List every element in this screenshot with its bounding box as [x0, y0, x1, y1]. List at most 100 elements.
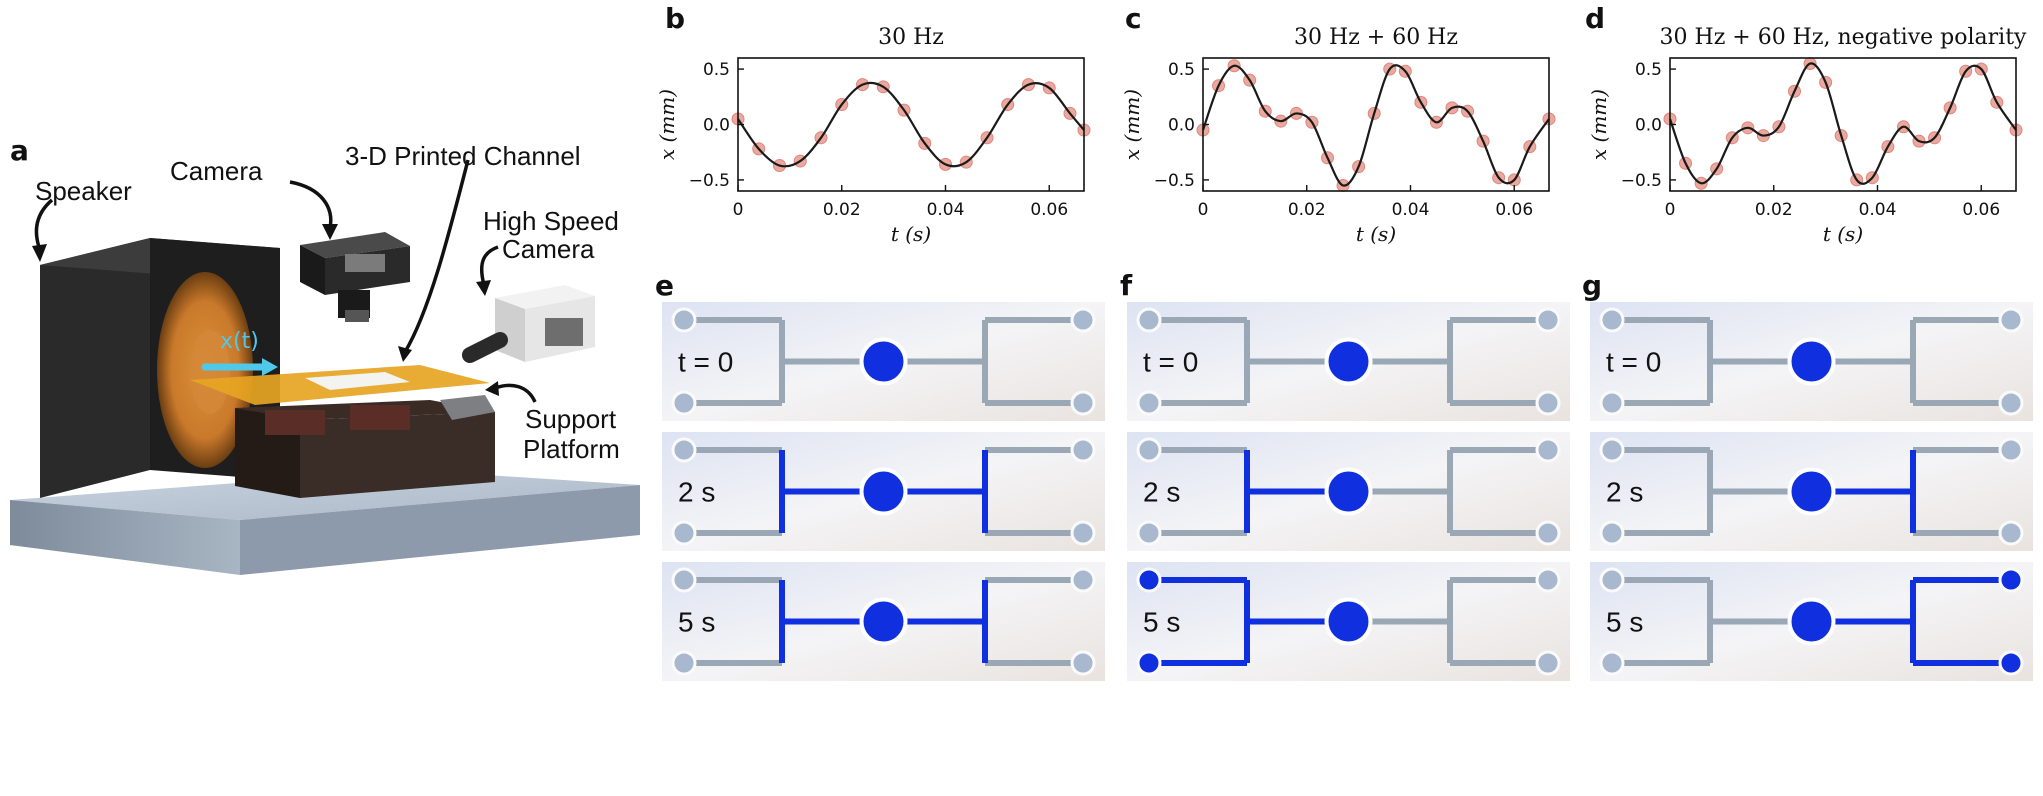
outlet-reservoir	[671, 650, 697, 676]
center-reservoir	[1324, 467, 1373, 516]
panel-e-letter: e	[655, 269, 674, 302]
channel-left-outlets	[684, 317, 782, 406]
outlet-reservoir	[1136, 307, 1162, 333]
x-tick-label: 0.06	[1962, 200, 2000, 220]
hs-camera-top	[495, 285, 595, 309]
camera-label-text: Camera	[170, 156, 263, 186]
camera-arrow	[289, 180, 333, 229]
outlet-reservoir	[1136, 520, 1162, 546]
y-tick-label: −0.5	[1154, 171, 1195, 191]
y-axis-label: x (mm)	[1120, 89, 1144, 160]
time-label: 2 s	[678, 477, 715, 508]
channel-arrow-head	[398, 346, 412, 362]
hs-camera-arrow	[479, 245, 499, 286]
y-tick-label: 0.0	[1635, 116, 1662, 136]
chart-title: 30 Hz	[878, 25, 944, 50]
chart-title: 30 Hz + 60 Hz	[1294, 25, 1458, 50]
time-label: 2 s	[1606, 477, 1643, 508]
y-tick-label: 0.0	[703, 116, 730, 136]
channel-right-outlets	[1450, 317, 1548, 406]
channel-left-outlets	[1612, 317, 1710, 406]
fit-line	[1201, 64, 1550, 187]
outlet-reservoir	[1070, 520, 1096, 546]
channel-left-outlets	[1149, 447, 1247, 536]
camera-label	[345, 254, 385, 272]
outlet-reservoir	[1070, 390, 1096, 416]
outlet-reservoir	[1136, 567, 1162, 593]
outlet-reservoir	[1136, 437, 1162, 463]
x-tick-label: 0.02	[823, 200, 861, 220]
hs-camera-arrow-head	[476, 280, 491, 296]
center-reservoir	[1787, 597, 1836, 646]
channel-chip	[305, 372, 410, 390]
outlet-reservoir	[1070, 650, 1096, 676]
panel-d-letter: d	[1585, 2, 1605, 35]
speaker-label: Speaker	[35, 176, 132, 206]
time-label: 5 s	[678, 607, 715, 638]
x-tick-label: 0.02	[1755, 200, 1793, 220]
outlet-reservoir	[1599, 437, 1625, 463]
fit-line	[737, 81, 1085, 168]
speaker-cone-center	[190, 330, 230, 414]
channel-right-outlets	[1913, 317, 2011, 406]
x-tick-label: 0	[1665, 200, 1676, 220]
panel-f-images: t = 02 s5 s	[1127, 302, 1570, 681]
xt-label: x(t)	[220, 329, 259, 354]
fit-line	[1668, 62, 2017, 185]
outlet-reservoir	[1998, 520, 2024, 546]
speaker-box-side	[40, 238, 150, 498]
platform-magnet-1	[265, 410, 325, 435]
x-axis-label: t (s)	[1823, 222, 1863, 246]
outlet-reservoir	[671, 307, 697, 333]
channel-label: 3-D Printed Channel	[345, 141, 581, 171]
y-tick-label: 0.5	[1635, 60, 1662, 80]
outlet-reservoir	[1998, 437, 2024, 463]
camera-body-top	[300, 232, 410, 258]
center-reservoir	[1324, 337, 1373, 386]
outlet-reservoir	[1070, 567, 1096, 593]
outlet-reservoir	[1998, 390, 2024, 416]
y-tick-label: 0.5	[1168, 60, 1195, 80]
y-axis-label: x (mm)	[655, 89, 679, 160]
outlet-reservoir	[1535, 390, 1561, 416]
platform-magnet-2	[350, 405, 410, 430]
center-reservoir	[859, 597, 908, 646]
base-plate-side	[240, 485, 640, 575]
time-label: 2 s	[1143, 477, 1180, 508]
y-axis-label: x (mm)	[1587, 89, 1611, 160]
time-label: 5 s	[1606, 607, 1643, 638]
center-reservoir	[1324, 597, 1373, 646]
platform-clamp	[440, 395, 495, 420]
center-reservoir	[1787, 467, 1836, 516]
panel-b-letter: b	[665, 2, 685, 35]
outlet-reservoir	[1998, 567, 2024, 593]
support-label-1: Support	[525, 404, 617, 434]
outlet-reservoir	[1599, 307, 1625, 333]
outlet-reservoir	[1599, 390, 1625, 416]
x-tick-label: 0.04	[927, 200, 965, 220]
x-tick-label: 0.06	[1495, 200, 1533, 220]
y-tick-label: 0.5	[703, 60, 730, 80]
y-tick-label: −0.5	[689, 171, 730, 191]
time-label: t = 0	[1606, 347, 1661, 378]
camera-body-front	[300, 245, 325, 295]
hs-camera-label-1: High Speed	[483, 206, 619, 236]
hs-camera-label-2: Camera	[502, 234, 595, 264]
outlet-reservoir	[1535, 520, 1561, 546]
camera-arrow-head	[322, 224, 338, 240]
channel-right-outlets	[1913, 577, 2011, 666]
panel-g-images: t = 0 2 s 5 s	[1590, 302, 2033, 681]
center-reservoir	[859, 467, 908, 516]
x-axis-label: t (s)	[1356, 222, 1396, 246]
xt-arrow-head	[262, 358, 278, 376]
panel-a-letter: a	[10, 134, 29, 167]
y-tick-label: −0.5	[1621, 171, 1662, 191]
outlet-reservoir	[1070, 307, 1096, 333]
outlet-reservoir	[1599, 650, 1625, 676]
panel-f-letter: f	[1120, 269, 1133, 302]
outlet-reservoir	[671, 390, 697, 416]
outlet-reservoir	[671, 437, 697, 463]
time-label: t = 0	[1143, 347, 1198, 378]
channel-right-outlets	[1450, 447, 1548, 536]
